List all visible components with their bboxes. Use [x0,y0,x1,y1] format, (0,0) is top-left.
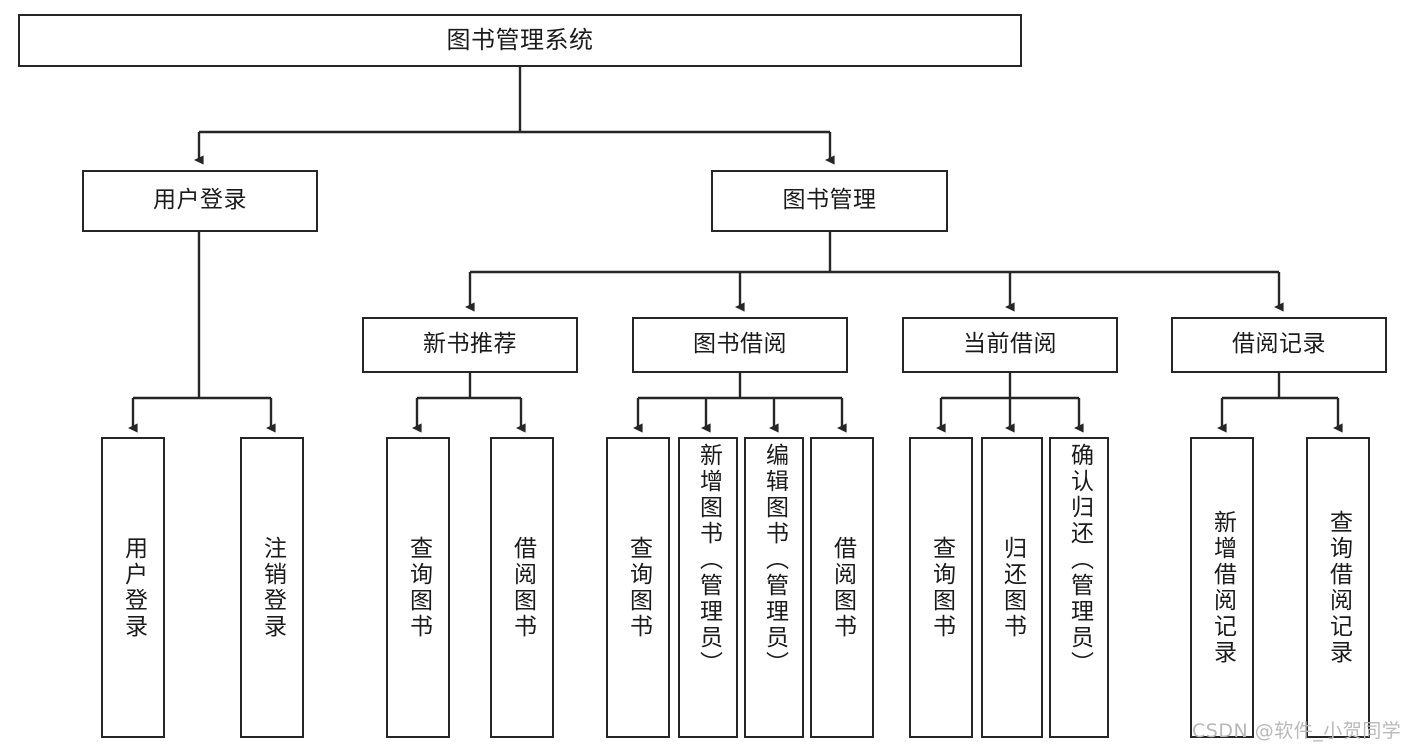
leaf-query-book-current-label: 查询图书 [928,535,955,640]
node-book-borrow-label: 图书借阅 [693,331,787,358]
leaf-confirm-return-admin[interactable]: 确认归还（管理员） [1049,437,1109,738]
node-root[interactable]: 图书管理系统 [18,14,1022,67]
leaf-borrow-book[interactable]: 借阅图书 [810,437,874,738]
leaf-borrow-book-label: 借阅图书 [829,535,856,640]
leaf-edit-book-admin-label: 编辑图书（管理员） [761,443,788,677]
leaf-query-book-current[interactable]: 查询图书 [909,437,973,738]
leaf-add-borrow-record[interactable]: 新增借阅记录 [1190,437,1254,738]
leaf-query-book-borrow-label: 查询图书 [625,535,652,640]
node-new-book-recommend[interactable]: 新书推荐 [362,317,578,373]
leaf-logout[interactable]: 注销登录 [240,437,304,738]
leaf-confirm-return-admin-label: 确认归还（管理员） [1066,443,1093,677]
node-user-login-label: 用户登录 [153,187,247,214]
leaf-query-book-recommend[interactable]: 查询图书 [386,437,450,738]
leaf-return-book-label: 归还图书 [999,535,1026,640]
node-user-login[interactable]: 用户登录 [82,170,318,232]
leaf-borrow-book-recommend-label: 借阅图书 [509,535,536,640]
leaf-user-login-label: 用户登录 [120,535,147,640]
node-current-borrow-label: 当前借阅 [963,331,1057,358]
leaf-add-book-admin-label: 新增图书（管理员） [695,443,722,677]
watermark: CSDN @软件_小贺同学 [1192,720,1402,742]
leaf-borrow-book-recommend[interactable]: 借阅图书 [490,437,554,738]
leaf-add-borrow-record-label: 新增借阅记录 [1209,509,1236,666]
leaf-query-book-recommend-label: 查询图书 [405,535,432,640]
leaf-add-book-admin[interactable]: 新增图书（管理员） [678,437,738,738]
leaf-query-book-borrow[interactable]: 查询图书 [606,437,670,738]
leaf-user-login[interactable]: 用户登录 [101,437,165,738]
leaf-query-borrow-record-label: 查询借阅记录 [1325,509,1352,666]
node-root-label: 图书管理系统 [446,26,594,55]
node-current-borrow[interactable]: 当前借阅 [902,317,1118,373]
node-book-management[interactable]: 图书管理 [711,170,948,232]
leaf-logout-label: 注销登录 [259,535,286,640]
node-book-borrow[interactable]: 图书借阅 [632,317,848,373]
node-book-management-label: 图书管理 [782,187,877,214]
node-borrow-records[interactable]: 借阅记录 [1171,317,1387,373]
leaf-return-book[interactable]: 归还图书 [981,437,1043,738]
leaf-edit-book-admin[interactable]: 编辑图书（管理员） [744,437,804,738]
node-new-book-recommend-label: 新书推荐 [423,331,517,358]
leaf-query-borrow-record[interactable]: 查询借阅记录 [1306,437,1370,738]
node-borrow-records-label: 借阅记录 [1232,331,1326,358]
